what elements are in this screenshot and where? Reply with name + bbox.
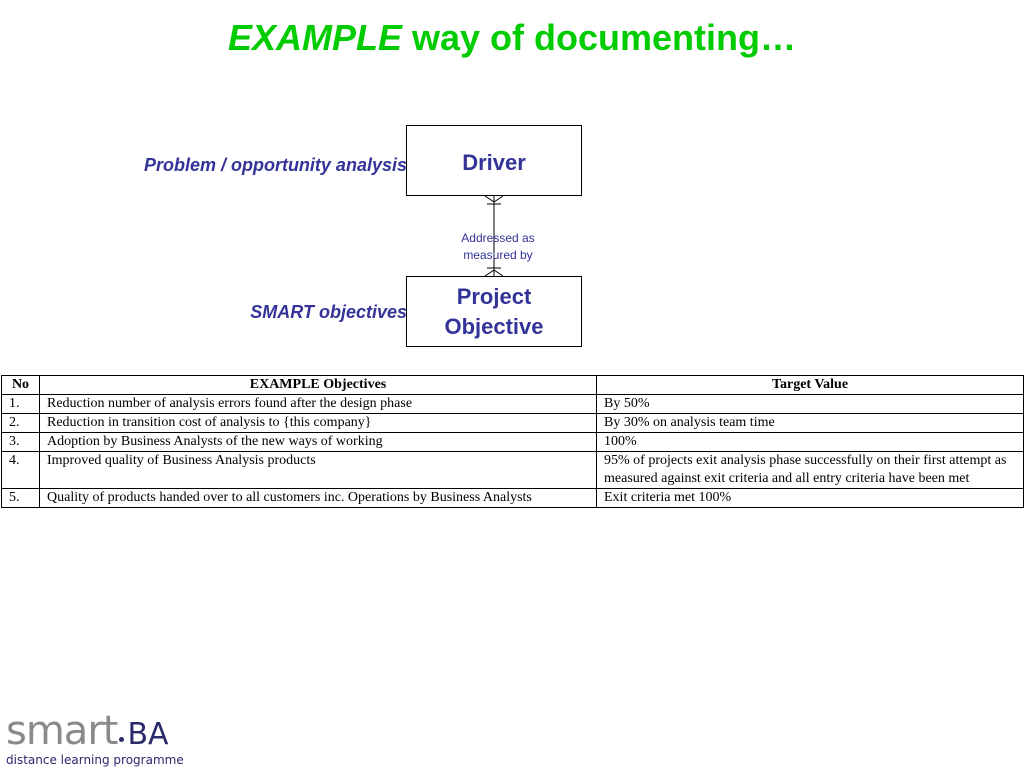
logo-tagline: distance learning programme	[6, 753, 184, 767]
crowfoot-bottom-right	[493, 269, 504, 276]
project-objective-entity-box: Project Objective	[406, 276, 582, 347]
logo-dot-icon	[119, 736, 125, 742]
relationship-connector	[484, 196, 504, 276]
table-header-row: No EXAMPLE Objectives Target Value	[1, 375, 1024, 395]
objectives-table: No EXAMPLE Objectives Target Value 1. Re…	[1, 375, 1024, 508]
header-objectives: EXAMPLE Objectives	[39, 375, 597, 395]
logo-suffix-text: BA	[127, 717, 169, 752]
row-target-value: 95% of projects exit analysis phase succ…	[596, 451, 1024, 489]
table-row: 3. Adoption by Business Analysts of the …	[1, 432, 1024, 452]
row-number: 4.	[1, 451, 40, 489]
table-row: 1. Reduction number of analysis errors f…	[1, 394, 1024, 414]
table-row: 5. Quality of products handed over to al…	[1, 488, 1024, 508]
page-title: EXAMPLE way of documenting…	[0, 16, 1024, 60]
table-row: 4. Improved quality of Business Analysis…	[1, 451, 1024, 489]
row-target-value: Exit criteria met 100%	[596, 488, 1024, 508]
row-number: 5.	[1, 488, 40, 508]
row-number: 1.	[1, 394, 40, 414]
title-emphasis: EXAMPLE	[227, 17, 402, 58]
relationship-label: Addressed as measured by	[461, 231, 535, 262]
row-objective: Reduction in transition cost of analysis…	[39, 413, 597, 433]
row-target-value: 100%	[596, 432, 1024, 452]
row-objective: Quality of products handed over to all c…	[39, 488, 597, 508]
row-objective: Reduction number of analysis errors foun…	[39, 394, 597, 414]
table-row: 2. Reduction in transition cost of analy…	[1, 413, 1024, 433]
crowfoot-top-left	[484, 196, 495, 203]
problem-analysis-label: Problem / opportunity analysis	[143, 155, 407, 175]
crowfoot-top-right	[493, 196, 504, 203]
row-target-value: By 30% on analysis team time	[596, 413, 1024, 433]
crowfoot-bottom-left	[484, 269, 495, 276]
row-number: 3.	[1, 432, 40, 452]
smartba-logo: smart BA distance learning programme	[6, 708, 206, 768]
smart-objectives-label: SMART objectives	[250, 302, 407, 322]
driver-entity-box: Driver	[406, 125, 582, 196]
row-objective: Adoption by Business Analysts of the new…	[39, 432, 597, 452]
row-number: 2.	[1, 413, 40, 433]
logo-main-text: smart	[6, 708, 118, 754]
title-rest: way of documenting…	[402, 17, 797, 58]
header-target-value: Target Value	[596, 375, 1024, 395]
row-objective: Improved quality of Business Analysis pr…	[39, 451, 597, 489]
header-no: No	[1, 375, 40, 395]
row-target-value: By 50%	[596, 394, 1024, 414]
logo-wordmark: smart BA	[6, 708, 169, 758]
